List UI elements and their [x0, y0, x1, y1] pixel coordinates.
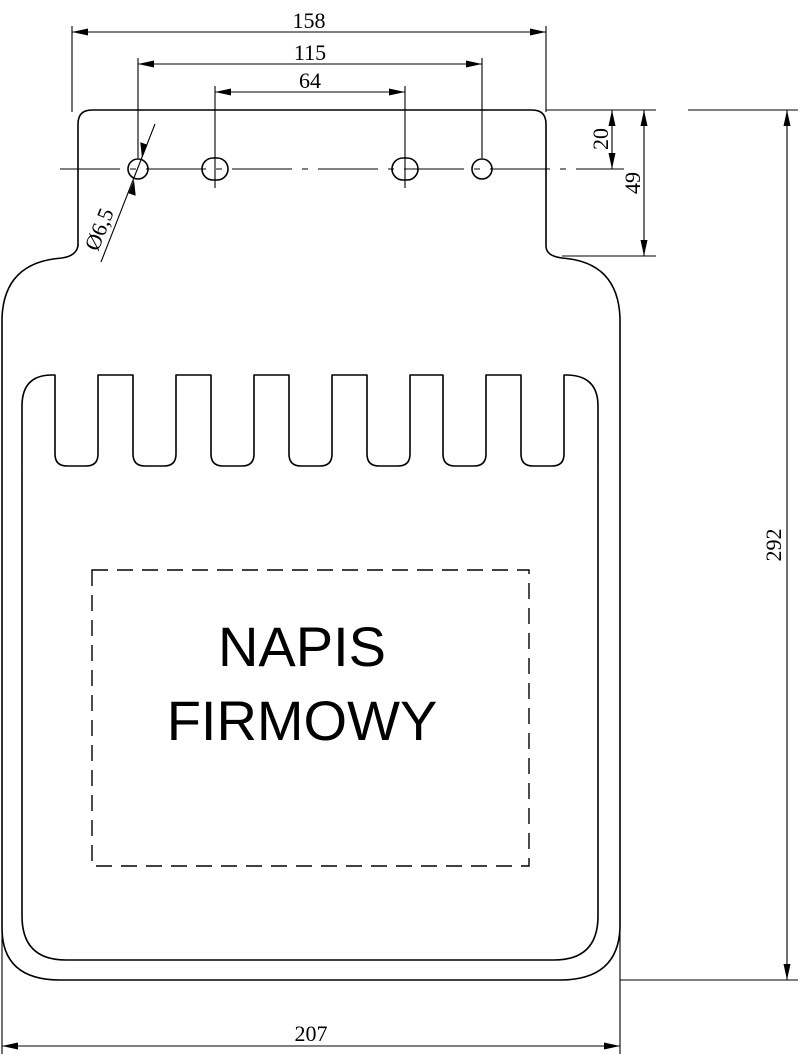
- dimension-49: 49: [562, 109, 656, 257]
- dimension-292-label: 292: [761, 529, 786, 562]
- mounting-hole-left: [127, 158, 149, 180]
- dimension-hole-diameter-label: Ø6,5: [79, 204, 118, 254]
- logo-area-frame: [91, 569, 530, 867]
- dimension-hole-diameter: Ø6,5: [79, 123, 156, 263]
- dimension-20: 20: [546, 109, 624, 170]
- dimension-207-label: 207: [295, 1021, 328, 1046]
- mudflap-outline: [1, 109, 621, 981]
- inner-comb-outline: [21, 374, 599, 961]
- dimension-64: 64: [214, 68, 406, 150]
- dimension-207: 207: [1, 930, 621, 1054]
- dimension-20-label: 20: [588, 128, 613, 150]
- mounting-hole-right: [471, 158, 493, 180]
- label-line-2: FIRMOWY: [167, 689, 438, 752]
- dimension-158-label: 158: [293, 8, 326, 33]
- dimension-64-label: 64: [299, 68, 321, 93]
- dimension-115-label: 115: [294, 40, 326, 65]
- dimension-49-label: 49: [620, 172, 645, 194]
- dimension-115: 115: [137, 40, 483, 158]
- label-line-1: NAPIS: [218, 615, 386, 678]
- dimension-292: 292: [620, 109, 798, 981]
- dimension-158: 158: [71, 8, 547, 112]
